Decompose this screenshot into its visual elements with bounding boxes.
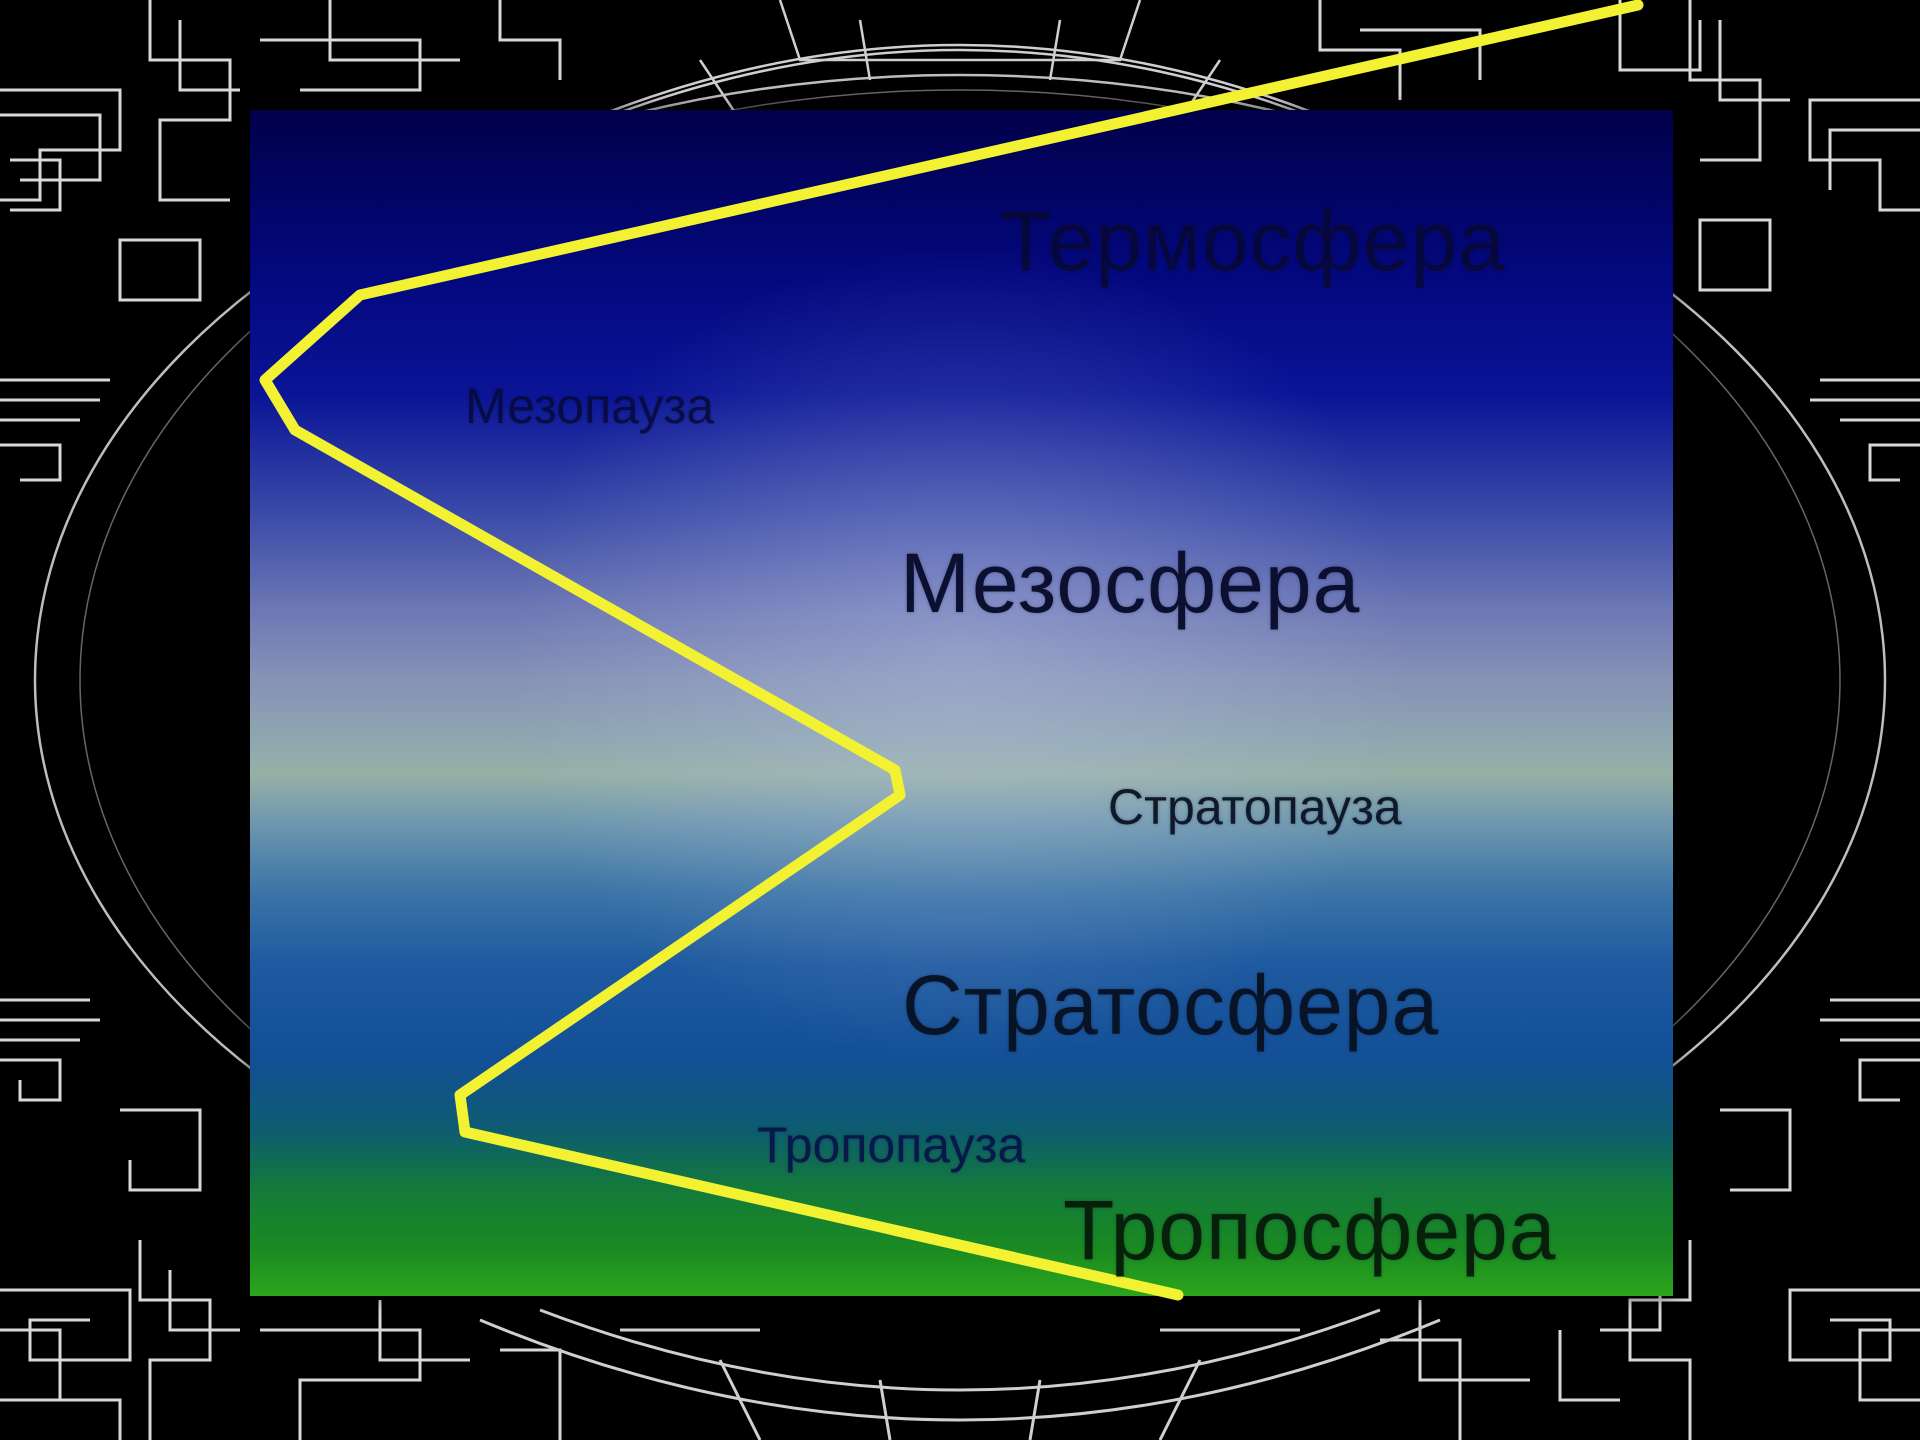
label-troposphere: Тропосфера bbox=[1063, 1183, 1557, 1277]
label-mesopause: Мезопауза bbox=[465, 378, 715, 434]
label-mesosphere: Мезосфера bbox=[900, 536, 1361, 630]
label-stratopause: Стратопауза bbox=[1108, 779, 1402, 835]
label-tropopause: Тропопауза bbox=[757, 1117, 1026, 1173]
label-thermosphere: Термосфера bbox=[1000, 194, 1506, 288]
dome-bottom bbox=[479, 1308, 1441, 1440]
label-stratosphere: Стратосфера bbox=[902, 958, 1440, 1052]
